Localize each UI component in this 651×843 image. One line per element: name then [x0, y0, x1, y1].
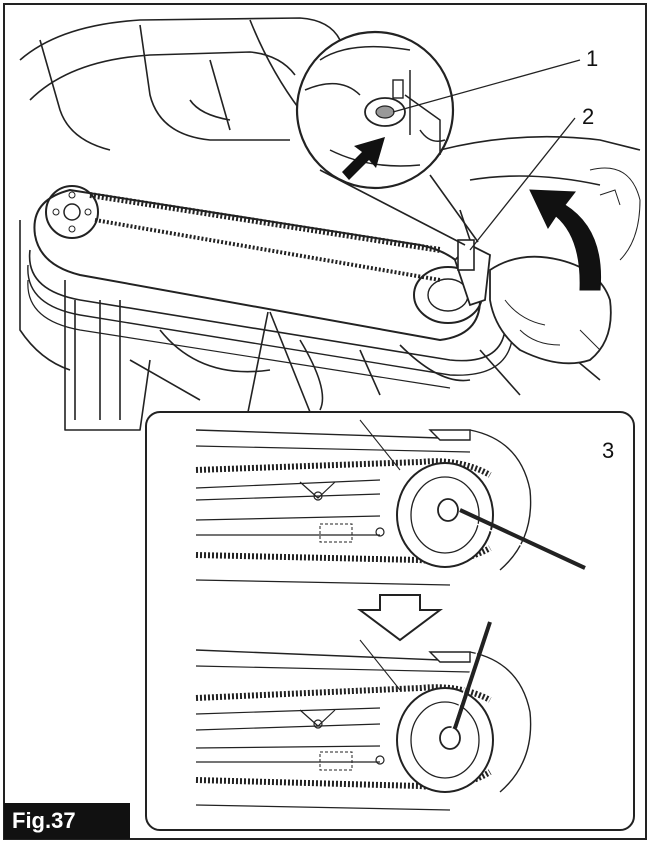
push-arrow-icon: [342, 137, 385, 180]
callout-1-leader: [392, 59, 581, 113]
machine-body: [19, 17, 641, 431]
zoom-leader-right: [269, 311, 311, 413]
rotate-arrow-icon: [529, 189, 602, 291]
callout-2-leader: [469, 117, 576, 251]
detail-view-after: [195, 621, 532, 811]
detail-circle-stopper: [295, 30, 479, 246]
callout-3: 3: [602, 438, 615, 463]
callout-1: 1: [586, 46, 599, 71]
zoom-leader-left: [247, 311, 269, 413]
detail-view-before: [195, 419, 586, 586]
callout-2: 2: [582, 104, 595, 129]
down-arrow-icon: [357, 594, 443, 642]
figure-label: Fig.37: [4, 803, 130, 839]
